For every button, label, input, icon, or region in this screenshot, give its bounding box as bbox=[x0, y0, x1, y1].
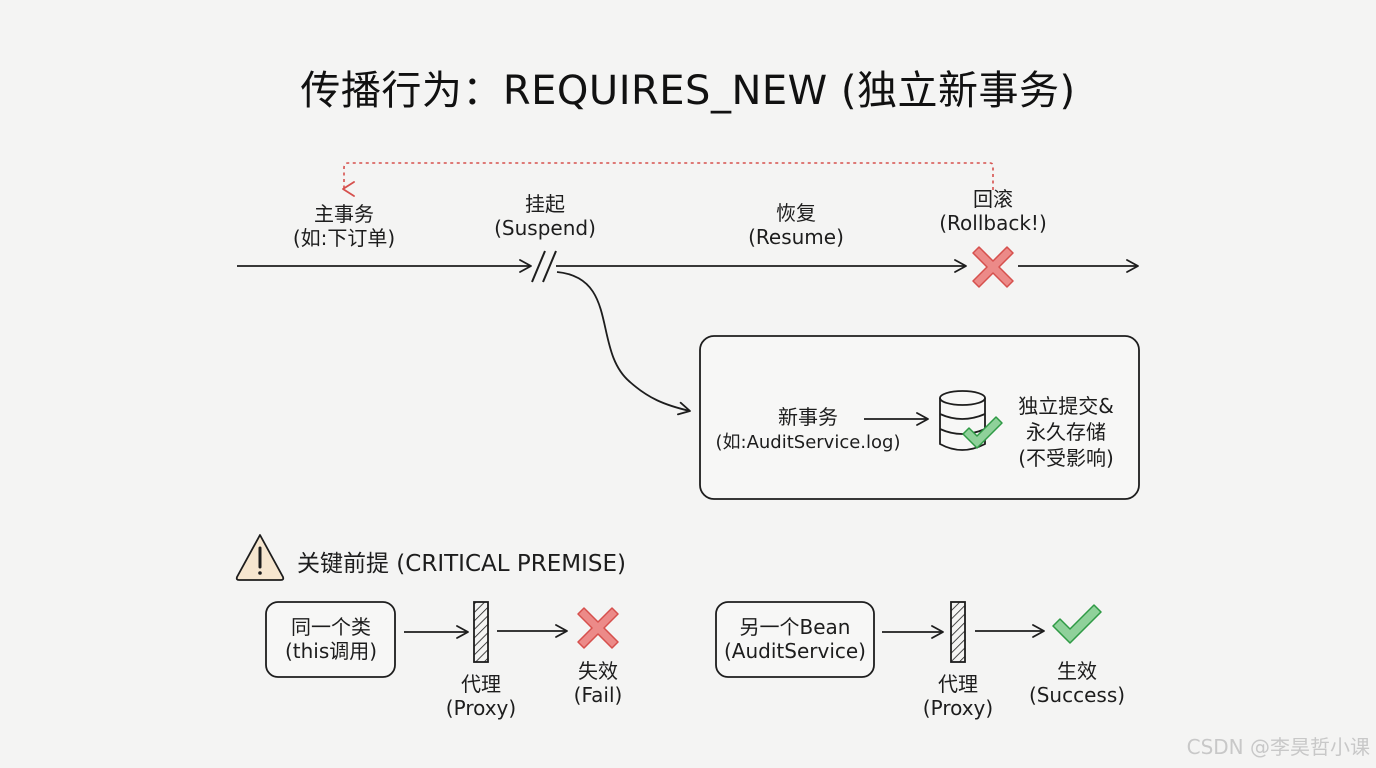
resume-label: 恢复 (Resume) bbox=[748, 201, 844, 249]
main-tx-name: 主事务 bbox=[314, 202, 374, 226]
rollback-name: 回滚 bbox=[973, 187, 1013, 211]
rollback-label: 回滚 (Rollback!) bbox=[939, 187, 1047, 235]
proxy-fail-name: 代理 bbox=[460, 672, 501, 696]
new-tx-name: 新事务 bbox=[777, 405, 838, 429]
warning-icon bbox=[235, 534, 285, 581]
fail-label: 失效 (Fail) bbox=[574, 659, 623, 707]
success-label: 生效 (Success) bbox=[1029, 659, 1125, 707]
page-title: 传播行为：REQUIRES_NEW (独立新事务) bbox=[300, 68, 1076, 114]
proxy-icon-fail bbox=[473, 601, 489, 663]
fail-english: (Fail) bbox=[573, 683, 623, 707]
same-class-note: (this调用) bbox=[284, 639, 378, 663]
main-tx-example: (如:下订单) bbox=[292, 226, 396, 250]
new-tx-example: (如:AuditService.log) bbox=[715, 432, 901, 453]
suspend-break-mark bbox=[531, 250, 557, 283]
other-bean-box bbox=[715, 601, 875, 678]
proxy-success-name: 代理 bbox=[937, 672, 978, 696]
other-bean-label: 另一个Bean (AuditService) bbox=[724, 615, 866, 663]
rollback-cross-icon bbox=[972, 246, 1014, 288]
same-class-label: 同一个类 (this调用) bbox=[285, 615, 377, 663]
proxy-icon-success bbox=[950, 601, 966, 663]
premise-heading: 关键前提 (CRITICAL PREMISE) bbox=[297, 551, 626, 577]
resume-name: 恢复 bbox=[775, 201, 816, 225]
commit-result-line-3: (不受影响) bbox=[1018, 446, 1114, 470]
proxy-success-english: (Proxy) bbox=[922, 696, 994, 720]
success-name: 生效 bbox=[1057, 659, 1097, 683]
proxy-fail-english: (Proxy) bbox=[445, 696, 517, 720]
success-check-icon bbox=[1052, 604, 1102, 644]
success-english: (Success) bbox=[1028, 683, 1126, 707]
rollback-return-arrow bbox=[342, 162, 994, 197]
suspend-label: 挂起 (Suspend) bbox=[494, 192, 596, 240]
other-bean-note: (AuditService) bbox=[724, 639, 866, 663]
suspend-english: (Suspend) bbox=[494, 216, 596, 240]
suspend-name: 挂起 bbox=[525, 192, 565, 216]
fail-name: 失效 bbox=[578, 659, 618, 683]
same-class-name: 同一个类 bbox=[290, 615, 371, 639]
proxy-label-fail: 代理 (Proxy) bbox=[446, 672, 516, 720]
commit-result-line-2: 永久存储 bbox=[1025, 420, 1106, 444]
commit-result-line-1: 独立提交& bbox=[1018, 394, 1114, 418]
commit-result-label: 独立提交& 永久存储 (不受影响) bbox=[1018, 393, 1114, 471]
other-bean-name: 另一个Bean bbox=[739, 615, 851, 639]
main-tx-label: 主事务 (如:下订单) bbox=[293, 202, 395, 250]
rollback-english: (Rollback!) bbox=[939, 211, 1047, 235]
branch-to-new-tx-arrow bbox=[556, 271, 691, 416]
same-class-box bbox=[265, 601, 396, 678]
resume-english: (Resume) bbox=[748, 225, 844, 249]
new-tx-label: 新事务 (如:AuditService.log) bbox=[715, 405, 900, 454]
watermark: CSDN @李昊哲小课 bbox=[1186, 735, 1370, 759]
fail-cross-icon bbox=[577, 607, 619, 649]
commit-check-icon bbox=[962, 416, 1003, 449]
proxy-label-success: 代理 (Proxy) bbox=[923, 672, 993, 720]
